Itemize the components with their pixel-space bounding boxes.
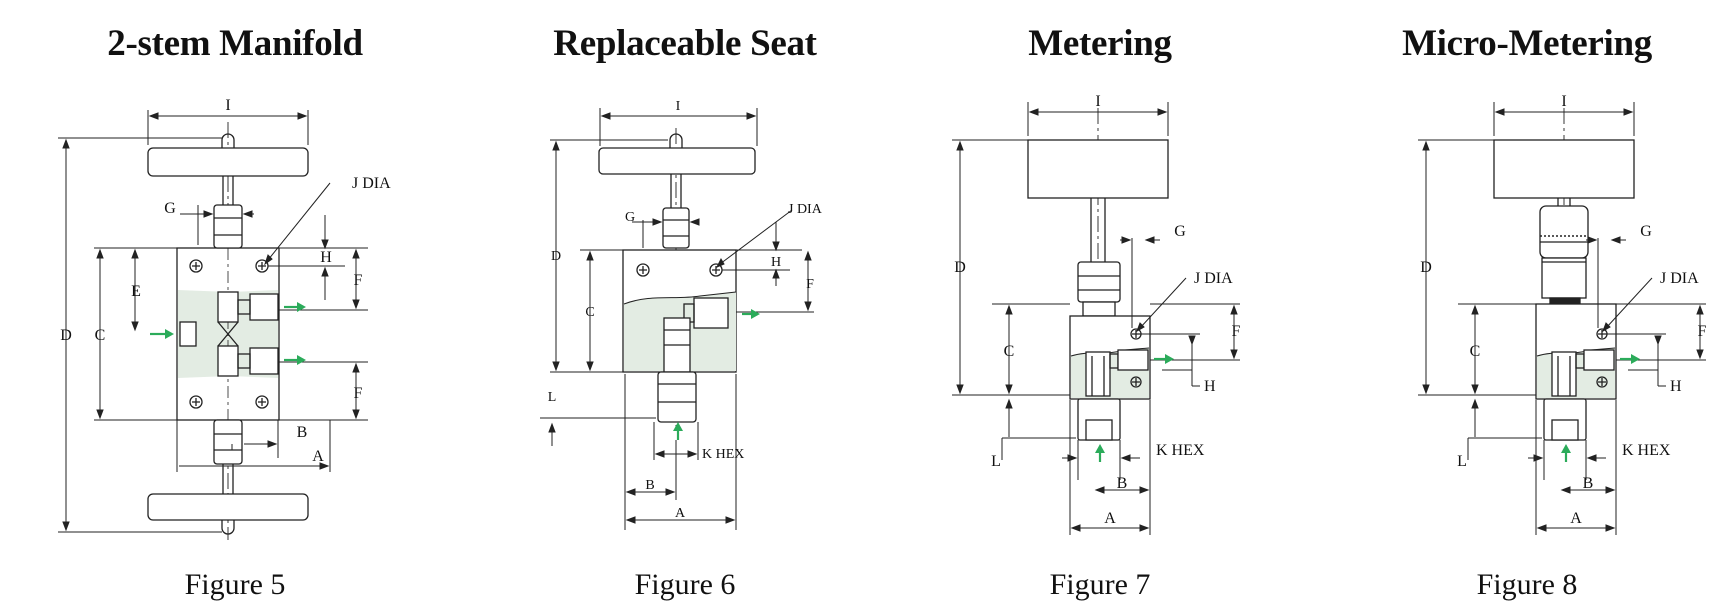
fig5-label-C: C — [95, 327, 106, 344]
fig8-label-B: B — [1583, 475, 1594, 492]
fig7-label-G: G — [1174, 223, 1186, 240]
fig5-label-B: B — [297, 424, 308, 441]
fig8-label-D: D — [1420, 259, 1432, 276]
fig7-label-C: C — [1004, 343, 1015, 360]
fig6-label-C: C — [585, 305, 594, 320]
fig5-label-H: H — [320, 249, 332, 266]
figure-6-caption: Figure 6 — [634, 568, 736, 601]
figure-5-panel: 2-stem Manifold — [0, 0, 470, 615]
fig6-label-H: H — [771, 255, 781, 270]
fig6-label-J: J DIA — [788, 202, 823, 217]
fig6-label-I: I — [676, 99, 681, 114]
fig8-label-H: H — [1670, 378, 1682, 395]
figure-5-caption: Figure 5 — [184, 568, 286, 601]
fig8-label-G: G — [1640, 223, 1652, 240]
figure-8-drawing: I G D J DIA F C H L K HEX B A — [1418, 93, 1707, 535]
fig6-label-G: G — [625, 210, 635, 225]
fig8-label-I: I — [1561, 93, 1566, 110]
figure-6-drawing: I G J DIA D H F C L K HEX B A — [540, 99, 823, 530]
fig7-label-I: I — [1095, 93, 1100, 110]
fig6-label-F: F — [806, 277, 814, 292]
fig6-label-A: A — [675, 506, 686, 521]
figure-5-title: 2-stem Manifold — [107, 23, 363, 64]
fig7-label-J: J DIA — [1194, 270, 1233, 287]
fig5-label-A: A — [312, 448, 324, 465]
fig8-label-F: F — [1698, 323, 1707, 340]
fig7-label-A: A — [1104, 510, 1116, 527]
fig5-label-D: D — [60, 327, 72, 344]
fig7-label-F: F — [1232, 323, 1241, 340]
fig5-label-F-bottom: F — [354, 385, 363, 402]
fig5-label-J: J DIA — [352, 175, 391, 192]
fig7-label-L: L — [991, 453, 1001, 470]
fig8-label-J: J DIA — [1660, 270, 1699, 287]
fig5-label-I: I — [225, 97, 230, 114]
figure-6-panel: Replaceable Seat — [480, 0, 890, 615]
fig6-label-B: B — [645, 478, 654, 493]
fig8-label-K: K HEX — [1622, 442, 1671, 459]
figure-8-panel: Micro-Metering — [1320, 0, 1734, 615]
figure-7-panel: Metering — [900, 0, 1300, 615]
fig5-label-F-top: F — [354, 272, 363, 289]
figure-5-drawing: I G J DIA H F E C D F B A — [58, 97, 391, 540]
figure-8-title: Micro-Metering — [1402, 23, 1652, 64]
fig8-label-L: L — [1457, 453, 1467, 470]
fig7-label-B: B — [1117, 475, 1128, 492]
figure-7-drawing: I G D J DIA F C H L K HEX B A — [952, 93, 1241, 535]
figure-6-title: Replaceable Seat — [553, 23, 817, 64]
fig6-label-K: K HEX — [702, 447, 744, 462]
fig7-label-K: K HEX — [1156, 442, 1205, 459]
fig7-label-D: D — [954, 259, 966, 276]
fig8-label-C: C — [1470, 343, 1481, 360]
figure-7-caption: Figure 7 — [1049, 568, 1151, 601]
fig6-label-D: D — [551, 249, 561, 264]
figure-8-caption: Figure 8 — [1476, 568, 1578, 601]
fig5-label-G: G — [164, 200, 176, 217]
fig5-label-E: E — [131, 283, 141, 300]
fig8-label-A: A — [1570, 510, 1582, 527]
fig6-label-L: L — [548, 390, 557, 405]
fig7-label-H: H — [1204, 378, 1216, 395]
figure-7-title: Metering — [1028, 23, 1172, 64]
